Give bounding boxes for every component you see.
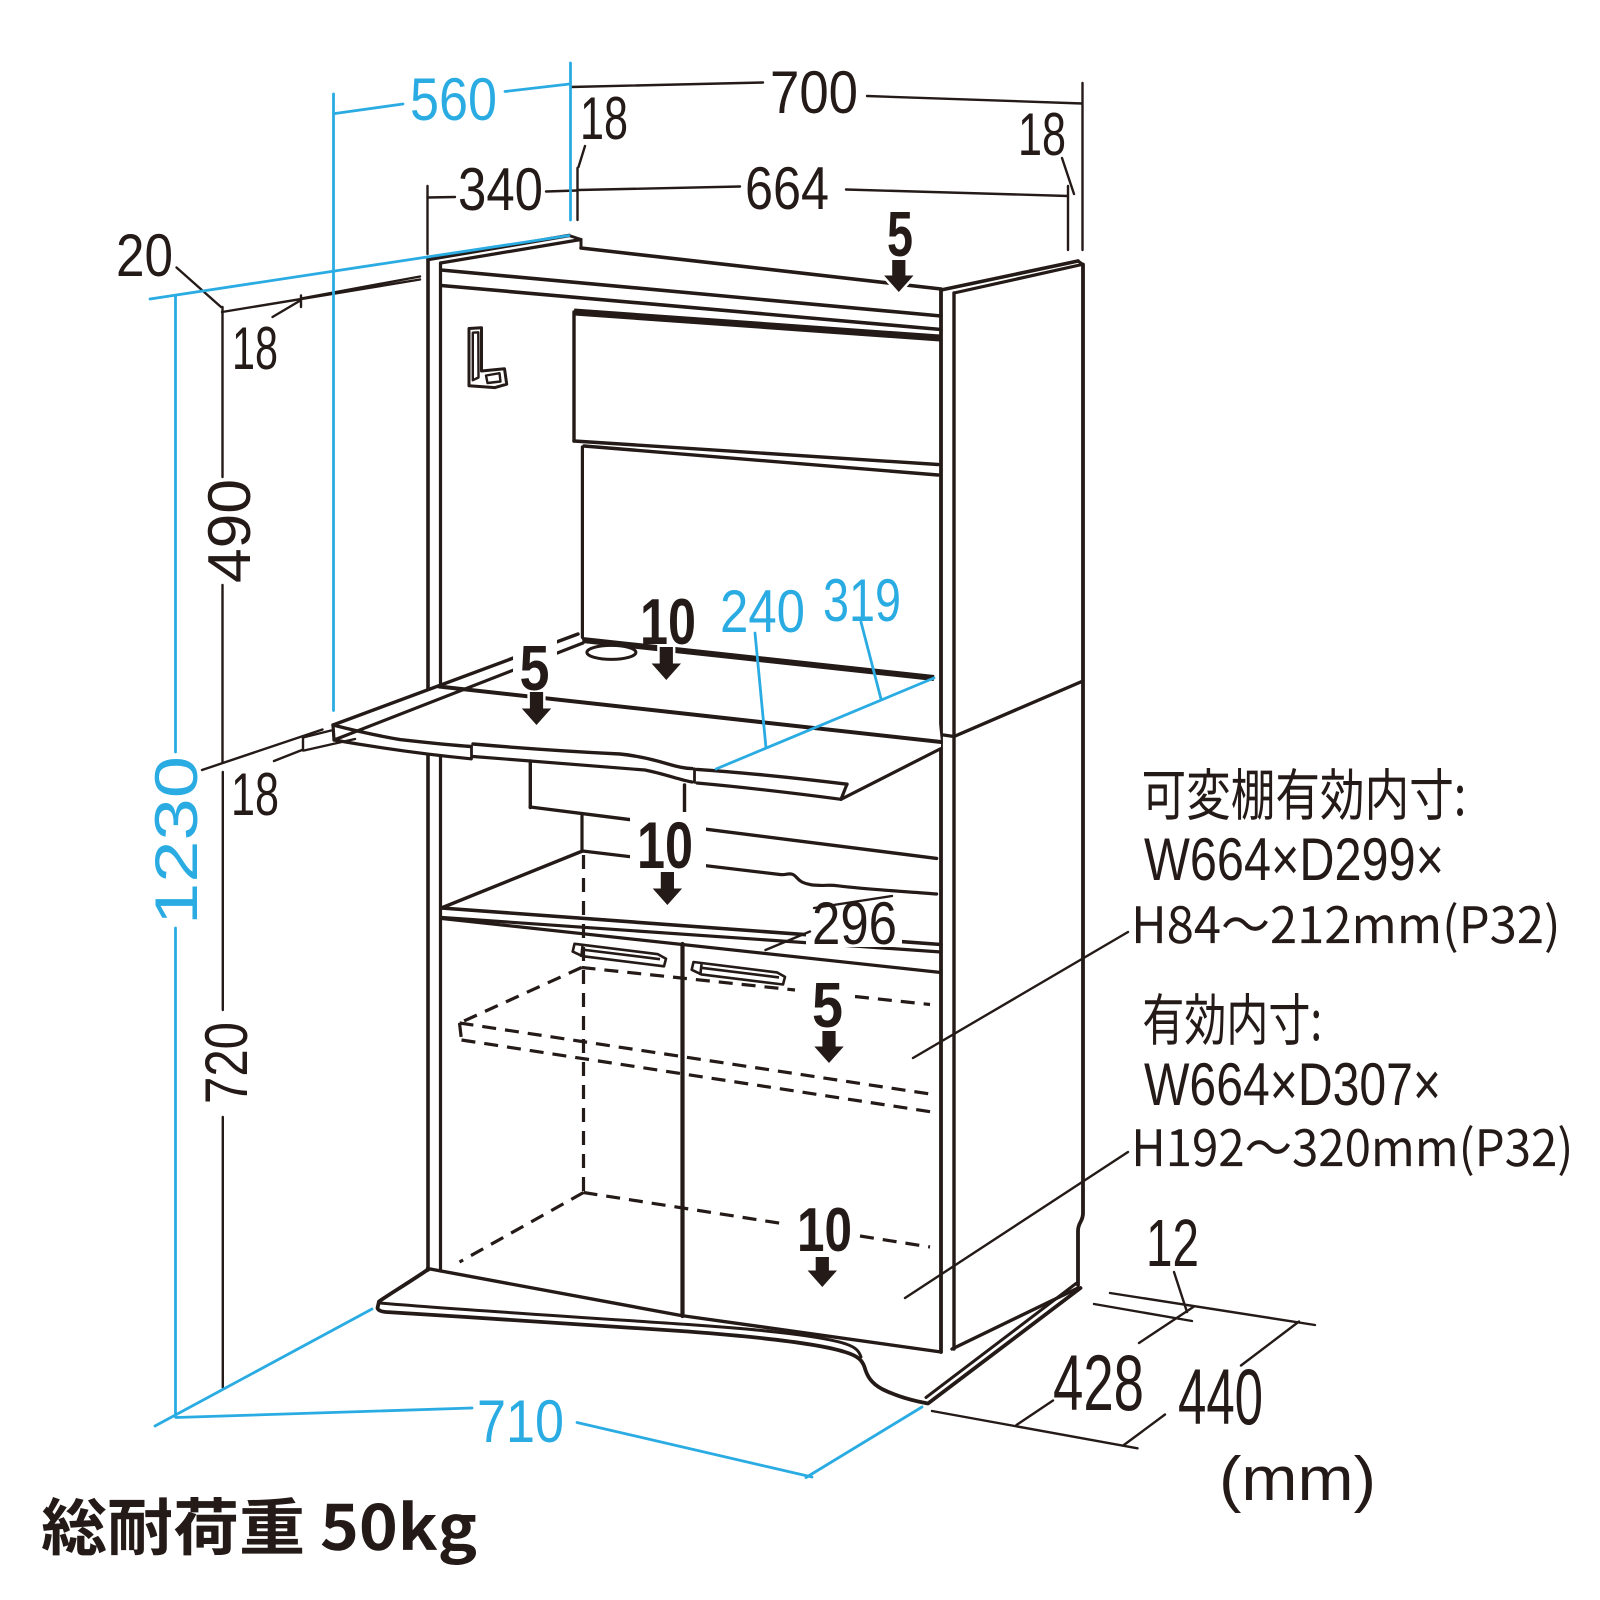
- svg-text:(mm): (mm): [1219, 1445, 1376, 1514]
- svg-text:710: 710: [477, 1388, 564, 1455]
- svg-text:12: 12: [1146, 1206, 1199, 1281]
- svg-text:720: 720: [193, 1022, 260, 1104]
- svg-text:340: 340: [458, 156, 543, 223]
- svg-text:319: 319: [823, 567, 901, 634]
- svg-text:10: 10: [637, 808, 693, 882]
- svg-text:18: 18: [232, 315, 278, 382]
- svg-text:1230: 1230: [143, 756, 210, 925]
- svg-text:10: 10: [797, 1196, 852, 1265]
- svg-text:560: 560: [410, 66, 497, 133]
- svg-text:18: 18: [1018, 101, 1066, 168]
- svg-text:18: 18: [580, 85, 628, 152]
- svg-text:W664×D299×: W664×D299×: [1144, 826, 1444, 893]
- svg-text:664: 664: [745, 155, 829, 222]
- svg-text:10: 10: [640, 585, 696, 658]
- svg-text:490: 490: [196, 479, 263, 583]
- svg-text:20: 20: [116, 222, 173, 289]
- svg-text:440: 440: [1178, 1352, 1263, 1441]
- svg-text:700: 700: [770, 59, 858, 126]
- svg-text:296: 296: [812, 890, 897, 957]
- svg-text:5: 5: [887, 198, 913, 270]
- svg-text:240: 240: [720, 578, 805, 645]
- svg-text:W664×D307×: W664×D307×: [1144, 1051, 1441, 1118]
- svg-text:5: 5: [520, 632, 550, 704]
- svg-text:428: 428: [1053, 1338, 1144, 1427]
- svg-text:5: 5: [812, 969, 843, 1041]
- svg-text:18: 18: [231, 761, 279, 828]
